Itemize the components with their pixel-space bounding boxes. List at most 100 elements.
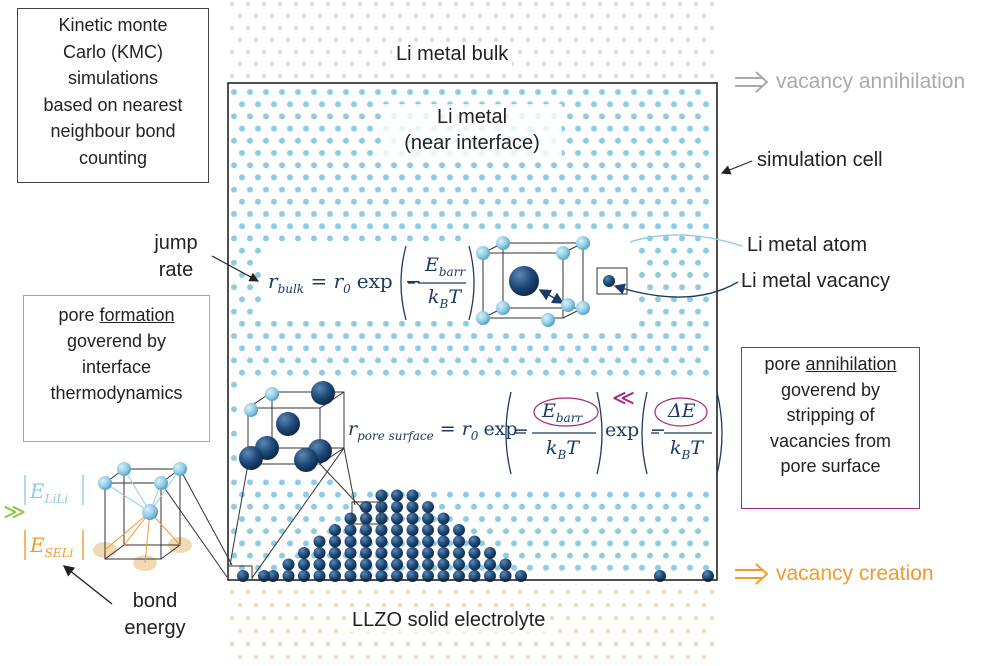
li-atom-dot — [615, 186, 621, 193]
pore-annihilation-line-3: stripping of — [786, 405, 875, 425]
li-metal-atom-label: Li metal atom — [747, 234, 868, 256]
llzo-dot — [421, 641, 427, 647]
li-atom-dot — [703, 247, 709, 254]
li-atom-dot — [327, 357, 333, 364]
li-atom-dot — [663, 89, 669, 95]
vacancy-sphere — [313, 535, 326, 548]
bulk-dot — [373, 73, 379, 79]
llzo-dot — [629, 589, 635, 595]
bulk-dot — [597, 73, 603, 79]
li-atom-dot — [479, 223, 485, 230]
li-atom-dot — [287, 174, 293, 181]
llzo-dot — [613, 589, 619, 595]
bulk-dot — [573, 61, 579, 67]
li-atom-dot — [575, 198, 581, 205]
delta-e-highlight — [654, 397, 708, 427]
li-atom-dot — [415, 369, 421, 376]
bulk-dot — [429, 37, 435, 43]
bulk-dot — [389, 73, 395, 79]
li-atom-dot — [279, 162, 285, 169]
llzo-dot — [269, 654, 275, 660]
li-atom-dot — [647, 284, 653, 291]
li-atom-dot — [559, 223, 565, 230]
bulk-dot — [541, 37, 547, 43]
li-atom-dot — [527, 345, 533, 352]
llzo-label: LLZO solid electrolyte — [348, 608, 550, 632]
llzo-dot — [653, 654, 659, 660]
li-atom-dot — [655, 369, 661, 376]
li-atom-dot — [311, 357, 317, 364]
llzo-dot — [485, 589, 491, 595]
li-atom-dot — [503, 552, 509, 559]
llzo-dot — [701, 628, 707, 634]
li-atom-dot — [391, 235, 397, 242]
llzo-dot — [461, 654, 467, 660]
bulk-dot — [581, 1, 587, 7]
li-atom-dot — [279, 186, 285, 193]
bulk-dot — [357, 1, 363, 7]
li-atom-dot — [695, 284, 701, 291]
bulk-dot — [661, 73, 667, 79]
llzo-dot — [605, 654, 611, 660]
bulk-dot — [573, 37, 579, 43]
li-atom-dot — [375, 162, 381, 169]
li-atom-dot — [319, 491, 325, 498]
llzo-dot — [517, 589, 523, 595]
li-atom-dot — [679, 186, 685, 193]
llzo-dot — [309, 615, 315, 621]
llzo-dot — [333, 602, 339, 608]
llzo-dot — [645, 641, 651, 647]
vacancy-sphere — [360, 570, 372, 582]
li-atom-dot — [703, 198, 709, 205]
li-atom-dot — [407, 235, 413, 242]
li-atom-dot — [287, 223, 293, 230]
li-atom-dot — [599, 186, 605, 193]
bulk-dot — [469, 73, 475, 79]
li-atom-dot — [695, 211, 701, 217]
bulk-dot — [445, 37, 451, 43]
li-atom-dot — [463, 491, 469, 498]
li-atom-dot — [671, 272, 677, 278]
bulk-dot — [437, 1, 443, 7]
bulk-dot — [605, 13, 611, 19]
li-atom-dot — [415, 174, 421, 181]
llzo-dot — [637, 654, 643, 660]
bulk-dot — [269, 61, 275, 67]
li-atom-dot — [487, 333, 493, 339]
li-atom-dot — [511, 223, 517, 230]
li-atom-dot — [479, 491, 485, 498]
li-atom-dot — [327, 479, 333, 486]
li-cell-lattice — [231, 89, 709, 571]
li-atom-dot — [487, 357, 493, 364]
llzo-dot — [365, 602, 371, 608]
vacancy-sphere — [406, 501, 419, 513]
li-atom-dot — [343, 235, 349, 242]
li-atom-dot — [279, 89, 285, 95]
li-atom-dot — [231, 455, 237, 461]
bulk-dot — [341, 25, 347, 31]
li-atom-dot — [231, 333, 237, 339]
vacancy-sphere — [453, 524, 465, 536]
li-atom-dot — [255, 540, 261, 547]
li-atom-dot — [591, 516, 597, 522]
li-atom-dot — [575, 540, 581, 547]
vacancy-sphere — [422, 524, 434, 536]
li-atom-dot — [263, 113, 269, 120]
li-atom-dot — [263, 89, 269, 95]
li-atom-dot — [303, 345, 309, 352]
li-atom-dot — [231, 479, 237, 486]
bulk-dot — [325, 49, 331, 55]
bulk-dot — [245, 73, 251, 79]
vacancy-sphere — [406, 558, 419, 571]
bulk-dot — [229, 1, 235, 7]
li-atom-dot — [319, 345, 325, 352]
jump-rate-line-2: rate — [158, 259, 194, 281]
li-atom-dot — [231, 381, 237, 388]
li-atom-dot — [671, 174, 677, 181]
li-atom-dot — [551, 211, 557, 217]
llzo-dot — [581, 641, 587, 647]
li-atom-dot — [543, 174, 549, 181]
li-atom-dot — [479, 540, 485, 547]
li-atom-dot — [263, 162, 269, 169]
li-atom-dot — [431, 198, 437, 205]
